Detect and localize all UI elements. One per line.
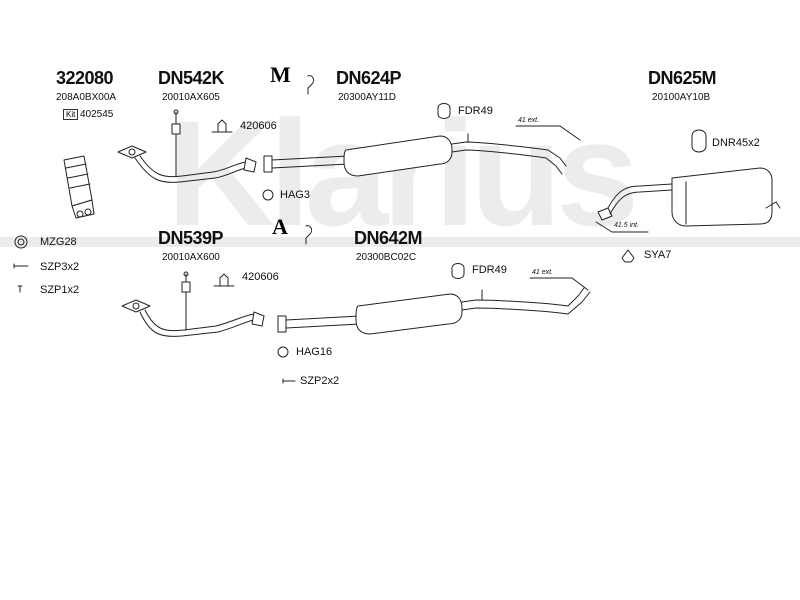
clamp-icon-top <box>437 103 451 119</box>
bracket-bottom-label: 420606 <box>242 271 279 283</box>
catalytic-converter-drawing <box>63 155 95 219</box>
rear-silencer-drawing <box>597 167 781 227</box>
sleeve-icon <box>621 249 635 263</box>
system-mark-hook-bottom <box>305 225 313 245</box>
watermark-logo: Klarius <box>166 89 640 257</box>
dim-top-middle: 41 ext. <box>518 117 540 124</box>
system-mark-bottom: A <box>272 214 288 239</box>
bolt-icon-c <box>282 378 296 384</box>
dim-bottom-middle: 41 ext. <box>532 269 554 276</box>
bracket-icon-bottom <box>213 273 235 287</box>
bracket-icon-top <box>211 119 233 133</box>
front-pipe-top-drawing <box>117 109 257 183</box>
accessory-bolt-a-label: SZP3x2 <box>40 261 80 273</box>
system-mark-top: M <box>270 62 291 87</box>
cat-code: 322080 <box>56 68 114 88</box>
middle-bottom-part: 20300BC02C <box>356 252 417 263</box>
clamp-top-label: FDR49 <box>458 105 493 117</box>
front-pipe-bottom-part: 20010AX600 <box>162 252 220 263</box>
kit-icon: Kit <box>63 109 79 120</box>
bracket-top-label: 420606 <box>240 120 277 132</box>
bolt-icon-b <box>17 285 23 293</box>
middle-silencer-bottom-drawing <box>277 287 591 335</box>
ring-icon-bottom <box>277 346 289 358</box>
rubber-mount-label: DNR45x2 <box>712 137 760 149</box>
front-pipe-bottom-drawing <box>121 271 265 337</box>
dim-rear: 41.5 int. <box>614 222 639 229</box>
clamp-bottom-label: FDR49 <box>472 264 507 276</box>
system-mark-hook-top <box>307 75 315 95</box>
watermark-bar <box>0 237 800 247</box>
cat-part-number: 208A0BX00A <box>56 92 117 103</box>
middle-silencer-top-drawing <box>263 133 567 177</box>
ring-icon-top <box>262 189 274 201</box>
sleeve-label: SYA7 <box>644 249 672 261</box>
kit-number: 402545 <box>80 109 114 120</box>
ring-icon-accessory <box>14 235 28 249</box>
front-pipe-top-part: 20010AX605 <box>162 92 220 103</box>
accessory-bolt-b-label: SZP1x2 <box>40 284 80 296</box>
clamp-icon-bottom <box>451 263 465 279</box>
rubber-mount-icon <box>691 129 707 153</box>
middle-bottom-code: DN642M <box>354 228 423 248</box>
front-pipe-bottom-code: DN539P <box>158 228 224 248</box>
middle-top-part: 20300AY11D <box>338 92 397 103</box>
rear-part: 20100AY10B <box>652 92 711 103</box>
ring-bottom-label: HAG16 <box>296 346 333 358</box>
accessory-ring-label: MZG28 <box>40 236 77 248</box>
rear-code: DN625M <box>648 68 717 88</box>
middle-top-code: DN624P <box>336 68 402 88</box>
ring-top-label: HAG3 <box>280 189 310 201</box>
bolt-bottom-label: SZP2x2 <box>300 375 340 387</box>
front-pipe-top-code: DN542K <box>158 68 225 88</box>
